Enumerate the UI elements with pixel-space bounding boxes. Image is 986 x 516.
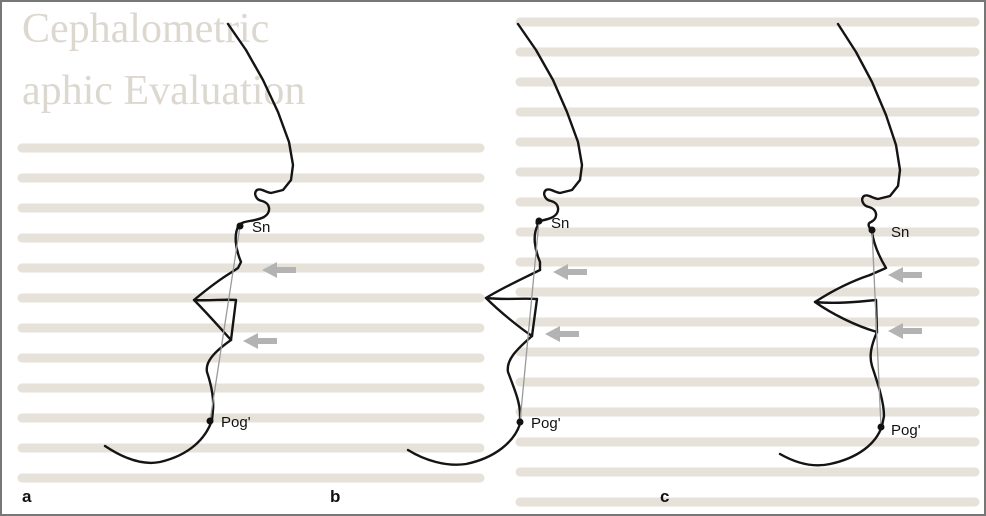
pogonion-point-c [878, 424, 885, 431]
lower-lip-arrow-a [243, 333, 277, 349]
arrows-a [243, 262, 296, 349]
subnasale-label-b: Sn [551, 215, 569, 232]
subnasale-point-c [869, 227, 876, 234]
arrows-b [545, 264, 587, 342]
pogonion-label-c: Pog' [891, 422, 921, 439]
arrows-c [888, 267, 922, 339]
panel-label-a: a [22, 487, 32, 506]
background-print: Cephalometric aphic Evaluation [22, 6, 975, 502]
panel-label-c: c [660, 487, 669, 506]
pogonion-point-a [207, 418, 214, 425]
lower-lip-arrow-b [545, 326, 579, 342]
subnasale-label-a: Sn [252, 219, 270, 236]
pogonion-label-a: Pog' [221, 414, 251, 431]
subnasale-point-a [237, 223, 244, 230]
subnasale-point-b [536, 218, 543, 225]
pogonion-label-b: Pog' [531, 415, 561, 432]
upper-lip-arrow-c [888, 267, 922, 283]
panel-label-b: b [330, 487, 340, 506]
lower-lip-outline-a [194, 300, 236, 340]
lower-lip-outline-c [815, 300, 877, 332]
pogonion-point-b [517, 419, 524, 426]
subnasale-label-c: Sn [891, 224, 909, 241]
background-heading-line-2: aphic Evaluation [22, 68, 305, 114]
